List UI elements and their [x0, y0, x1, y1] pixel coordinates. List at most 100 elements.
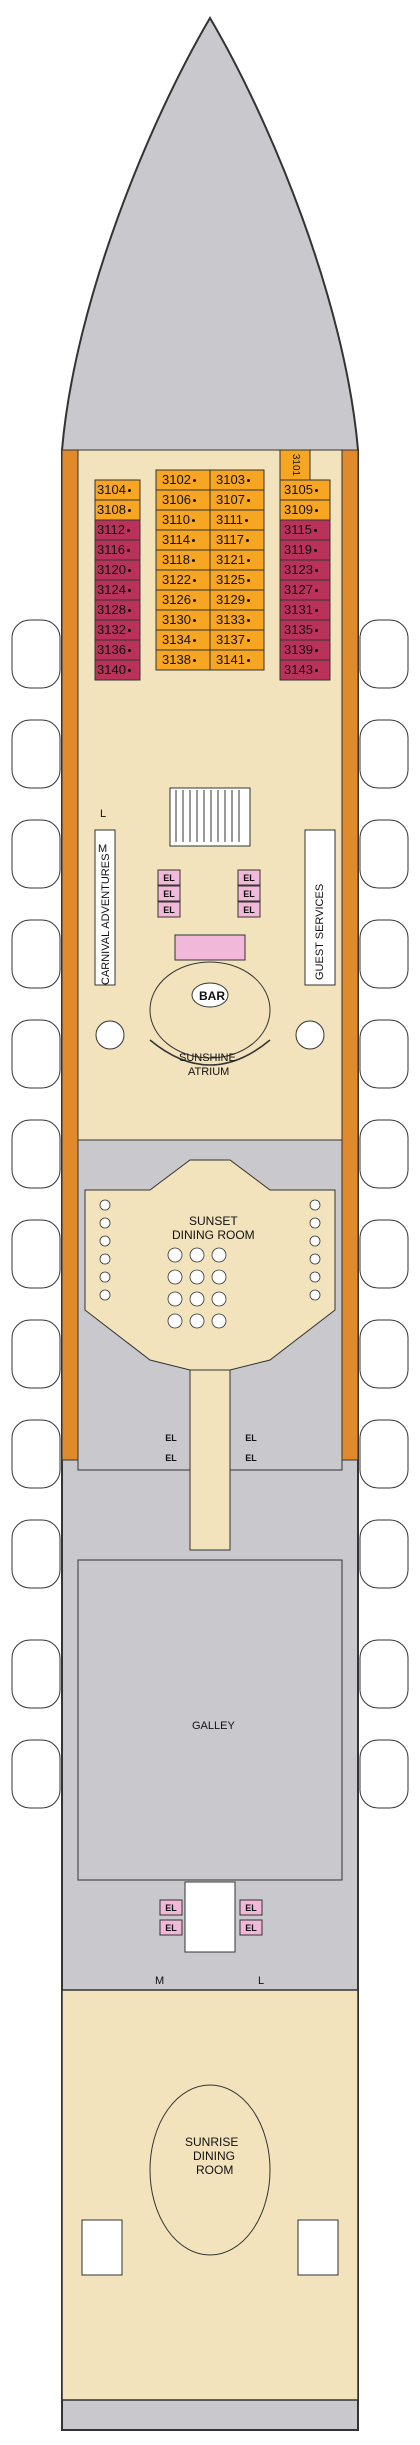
lifeboat: [11, 1739, 61, 1809]
dining-table: [309, 1271, 321, 1283]
cabin-bed-icon: [126, 529, 130, 533]
cabin-bed-icon: [246, 559, 250, 563]
sunset-label-1: SUNSET: [189, 1214, 238, 1228]
elevator: [239, 1899, 263, 1916]
cabin-bed-icon: [192, 639, 196, 643]
marker-l-fwd: L: [100, 808, 107, 820]
cabin-3111[interactable]: 3111: [216, 510, 248, 530]
cabin-3133[interactable]: 3133: [216, 610, 250, 630]
cabin: [94, 659, 141, 681]
dining-table: [167, 1269, 183, 1285]
dining-table: [211, 1247, 227, 1263]
cabin-3117[interactable]: 3117: [216, 530, 249, 550]
carnival-adventures-room: [94, 829, 116, 986]
dining-table: [309, 1253, 321, 1265]
cabin-3122[interactable]: 3122: [162, 570, 196, 590]
elevator-label: EL: [245, 1433, 257, 1443]
cabin-3119[interactable]: 3119: [284, 540, 317, 560]
elevator-label: EL: [243, 889, 255, 899]
cabin-3125[interactable]: 3125: [216, 570, 250, 590]
dining-table: [167, 1313, 183, 1329]
cabin-3103[interactable]: 3103: [216, 470, 250, 490]
cabin-3107[interactable]: 3107: [216, 490, 250, 510]
cabin-bed-icon: [313, 549, 317, 553]
cabin-3132[interactable]: 3132: [97, 620, 131, 640]
lifeboat: [359, 1639, 409, 1709]
cabin-bed-icon: [126, 549, 130, 553]
cabin-3114[interactable]: 3114: [162, 530, 195, 550]
cabin-3139[interactable]: 3139: [284, 640, 318, 660]
lifeboat: [359, 919, 409, 989]
cabin-3101[interactable]: 3101: [290, 453, 302, 477]
lifeboat: [11, 819, 61, 889]
cabin-3116[interactable]: 3116: [97, 540, 130, 560]
sunrise-label-3: ROOM: [196, 2163, 234, 2177]
sunrise-center: [149, 2084, 271, 2256]
cabin-3138[interactable]: 3138: [162, 650, 196, 670]
cabin-3130[interactable]: 3130: [162, 610, 196, 630]
cabin-3137[interactable]: 3137: [216, 630, 250, 650]
cabin-bed-icon: [191, 559, 195, 563]
marker-l-aft: L: [258, 1975, 265, 1987]
cabin-3121[interactable]: 3121: [216, 550, 250, 570]
aft-stair-left: [81, 2219, 123, 2276]
cabin-3105[interactable]: 3105: [284, 480, 318, 500]
dining-table: [99, 1235, 111, 1247]
cabin-3140[interactable]: 3140: [97, 660, 131, 680]
aft-stair-right: [297, 2219, 339, 2276]
cabin-bed-icon: [246, 619, 250, 623]
cabin-bed-icon: [192, 619, 196, 623]
cabin-3128[interactable]: 3128: [97, 600, 131, 620]
dining-table: [99, 1289, 111, 1301]
cabin-3131[interactable]: 3131: [284, 600, 318, 620]
lifeboat: [11, 1419, 61, 1489]
elevator-label: EL: [165, 1923, 177, 1933]
cabin: [209, 649, 265, 671]
cabin: [279, 659, 331, 681]
elevator-label: EL: [163, 905, 175, 915]
elevator-label: EL: [245, 1903, 257, 1913]
cabin-3123[interactable]: 3123: [284, 560, 318, 580]
table-cluster: [295, 1020, 325, 1050]
cabin-3110[interactable]: 3110: [162, 510, 195, 530]
lifeboat: [359, 1019, 409, 1089]
cabin-3112[interactable]: 3112: [97, 520, 130, 540]
cabin-bed-icon: [314, 509, 318, 513]
cabin-3134[interactable]: 3134: [162, 630, 196, 650]
cabin-bed-icon: [245, 519, 248, 523]
cabin-bed-icon: [314, 489, 318, 493]
cabin-3141[interactable]: 3141: [216, 650, 250, 670]
cabin-3135[interactable]: 3135: [284, 620, 318, 640]
dining-table: [309, 1235, 321, 1247]
cabin-3126[interactable]: 3126: [162, 590, 196, 610]
dining-table: [189, 1247, 205, 1263]
cabin-3118[interactable]: 3118: [162, 550, 195, 570]
cabin-3104[interactable]: 3104: [97, 480, 131, 500]
atrium-label-1: SUNSHINE: [179, 1052, 236, 1064]
cabin-3143[interactable]: 3143: [284, 660, 318, 680]
cabin-3106[interactable]: 3106: [162, 490, 196, 510]
cabin-3129[interactable]: 3129: [216, 590, 250, 610]
elevator: [157, 869, 181, 886]
cabin-bed-icon: [192, 579, 196, 583]
cabin-3127[interactable]: 3127: [284, 580, 318, 600]
cabin-3102[interactable]: 3102: [162, 470, 196, 490]
cabin-3120[interactable]: 3120: [97, 560, 131, 580]
lifeboat: [11, 1119, 61, 1189]
guest-services-room: [304, 829, 336, 986]
cabin-3136[interactable]: 3136: [97, 640, 131, 660]
bar-center: [191, 982, 229, 1008]
cabin-bed-icon: [192, 599, 196, 603]
cabin-bed-icon: [127, 649, 131, 653]
cabin-bed-icon: [313, 529, 317, 533]
cabin-bed-icon: [246, 579, 250, 583]
sunset-corridor: [189, 1369, 231, 1551]
lifeboats: [11, 619, 409, 1809]
elevator: [157, 885, 181, 902]
cabin-3108[interactable]: 3108: [97, 500, 131, 520]
cabin-3109[interactable]: 3109: [284, 500, 318, 520]
dining-table: [211, 1313, 227, 1329]
cabin-3124[interactable]: 3124: [97, 580, 131, 600]
lifeboat: [11, 1519, 61, 1589]
cabin-3115[interactable]: 3115: [284, 520, 317, 540]
